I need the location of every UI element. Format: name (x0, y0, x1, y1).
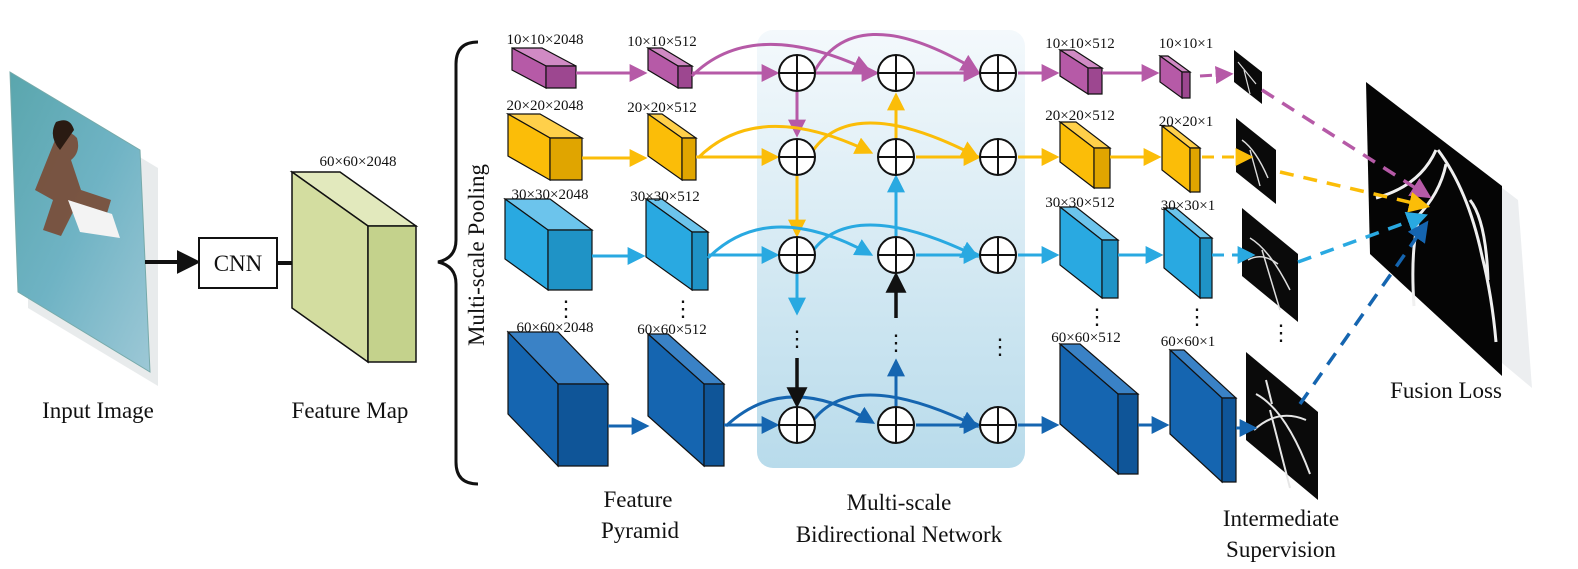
ellipsis: ⋮ (989, 334, 1011, 359)
intermediate-map-yellow (1236, 118, 1276, 204)
dim-output-dark-blue: 60×60×512 (1051, 330, 1120, 346)
feature-map-dim: 60×60×2048 (320, 154, 397, 170)
pooled-cube-light-blue (503, 197, 594, 292)
output-cube-dark-blue (1058, 342, 1140, 476)
input-image-label: Input Image (42, 398, 154, 423)
pyramid-cube-yellow (646, 112, 698, 182)
fusion-loss-label: Fusion Loss (1390, 378, 1502, 403)
multiscale-pooling-label: Multi-scale Pooling (464, 163, 489, 346)
sum-operator (877, 406, 915, 444)
sum-operator (778, 236, 816, 274)
pooling-brace (437, 40, 479, 486)
sum-operator (877, 54, 915, 92)
feature-map-block (289, 170, 419, 364)
arrow-lightblue-skip2 (810, 223, 980, 258)
dim-pred-yellow: 20×20×1 (1159, 114, 1213, 130)
dim-pred-purple: 10×10×1 (1159, 36, 1213, 52)
prediction-cube-dark-blue (1168, 348, 1238, 484)
intermediate-map-dark-blue (1246, 352, 1318, 500)
dim-pool-purple: 10×10×2048 (507, 32, 584, 48)
prediction-cube-light-blue (1162, 206, 1214, 300)
arrow-darkblue-skip2 (810, 393, 980, 428)
msbn-label-line1: Multi-scale (847, 490, 952, 515)
dim-pyramid-dark-blue: 60×60×512 (637, 322, 706, 338)
sum-operator (778, 406, 816, 444)
intermediate-map-light-blue (1242, 208, 1298, 322)
dim-output-light-blue: 30×30×512 (1045, 195, 1114, 211)
ellipsis: ⋮ (1270, 320, 1292, 345)
dim-pred-light-blue: 30×30×1 (1161, 198, 1215, 214)
dim-pyramid-yellow: 20×20×512 (627, 100, 696, 116)
sum-operator (877, 138, 915, 176)
sum-operator (877, 236, 915, 274)
sum-operator (778, 54, 816, 92)
arrow-purple-skip1 (690, 42, 872, 78)
intermediate-supervision-label-line2: Supervision (1226, 537, 1336, 562)
feature-pyramid-label-line1: Feature (604, 487, 673, 512)
arrow-yellow-skip2 (810, 121, 980, 158)
cnn-box (198, 237, 278, 289)
ellipsis: ⋮ (885, 330, 907, 355)
sum-operator (979, 406, 1017, 444)
sum-operator (979, 236, 1017, 274)
dim-output-purple: 10×10×512 (1045, 36, 1114, 52)
dim-pyramid-light-blue: 30×30×512 (630, 189, 699, 205)
dim-pool-light-blue: 30×30×2048 (512, 187, 589, 203)
arrow-yellow-to-fusion (1279, 170, 1431, 213)
pyramid-cube-light-blue (644, 197, 710, 292)
output-cube-yellow (1058, 120, 1112, 190)
dim-pyramid-purple: 10×10×512 (627, 34, 696, 50)
input-image (9, 71, 158, 386)
pooled-cube-purple (511, 47, 577, 89)
ellipsis: ⋮ (672, 296, 694, 321)
feature-map-label: Feature Map (292, 398, 409, 423)
sum-operator (778, 138, 816, 176)
output-cube-purple (1057, 48, 1105, 96)
pooled-cube-dark-blue (506, 330, 610, 468)
output-cube-light-blue (1058, 205, 1120, 300)
sum-operator (979, 138, 1017, 176)
arrow-purple-to-fusion (1261, 88, 1432, 199)
prediction-cube-yellow (1160, 124, 1202, 194)
dim-output-yellow: 20×20×512 (1045, 108, 1114, 124)
feature-pyramid-label-line2: Pyramid (601, 518, 679, 543)
ellipsis: ⋮ (555, 296, 577, 321)
cnn-label: CNN (214, 251, 263, 276)
pooled-cube-yellow (505, 112, 585, 182)
sum-operator (979, 54, 1017, 92)
ellipsis: ⋮ (1186, 304, 1208, 329)
intermediate-map-purple (1234, 50, 1262, 104)
dim-pool-yellow: 20×20×2048 (507, 98, 584, 114)
arrow-purple-to-map (1199, 65, 1234, 84)
arrow-lightblue-skip1 (706, 225, 874, 260)
pyramid-cube-dark-blue (646, 332, 726, 468)
fusion-loss-map (1366, 82, 1532, 388)
arrow-yellow-skip1 (696, 124, 874, 160)
arrow-darkblue-to-fusion (1298, 220, 1429, 406)
dim-pool-dark-blue: 60×60×2048 (517, 320, 594, 336)
ellipsis: ⋮ (786, 326, 808, 351)
arrow-purple-skip2 (810, 32, 980, 77)
intermediate-supervision-label-line1: Intermediate (1223, 506, 1339, 531)
msbn-label-line2: Bidirectional Network (796, 522, 1003, 547)
dim-pred-dark-blue: 60×60×1 (1161, 334, 1215, 350)
pyramid-cube-purple (645, 46, 695, 90)
ellipsis: ⋮ (1086, 304, 1108, 329)
prediction-cube-purple (1158, 54, 1192, 100)
